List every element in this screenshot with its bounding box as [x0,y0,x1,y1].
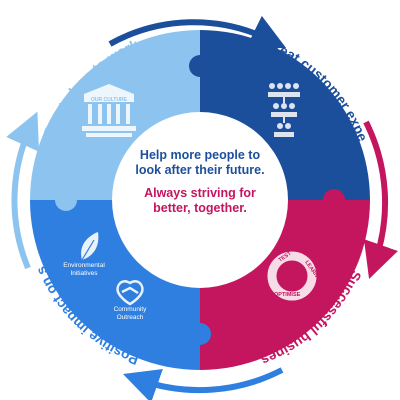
cycle-word-optimise: OPTIMISE [274,292,301,298]
arrow-top [108,15,287,49]
leaf-icon [81,232,99,261]
arrow-right [363,120,398,279]
handshake-icon [116,280,144,306]
arrow-left [6,111,40,270]
building-icon-label: OUR CULTURE [91,97,128,103]
building-icon [82,84,136,137]
environmental-initiatives-label: Environmental Initiatives [63,262,105,277]
puzzle-knob-right [323,189,345,211]
org-chart-icon [268,83,300,137]
community-outreach-label: Community Outreach [113,306,147,321]
arrow-bottom [123,367,284,400]
center-circle [112,112,288,288]
puzzle-knob-top [189,55,211,77]
center-headline: Help more people to look after their fut… [135,148,265,177]
puzzle-knob-bottom [189,323,211,345]
center-message: Help more people to look after their fut… [130,148,270,216]
puzzle-knob-left [55,189,77,211]
center-tagline: Always striving for better, together. [144,186,256,215]
